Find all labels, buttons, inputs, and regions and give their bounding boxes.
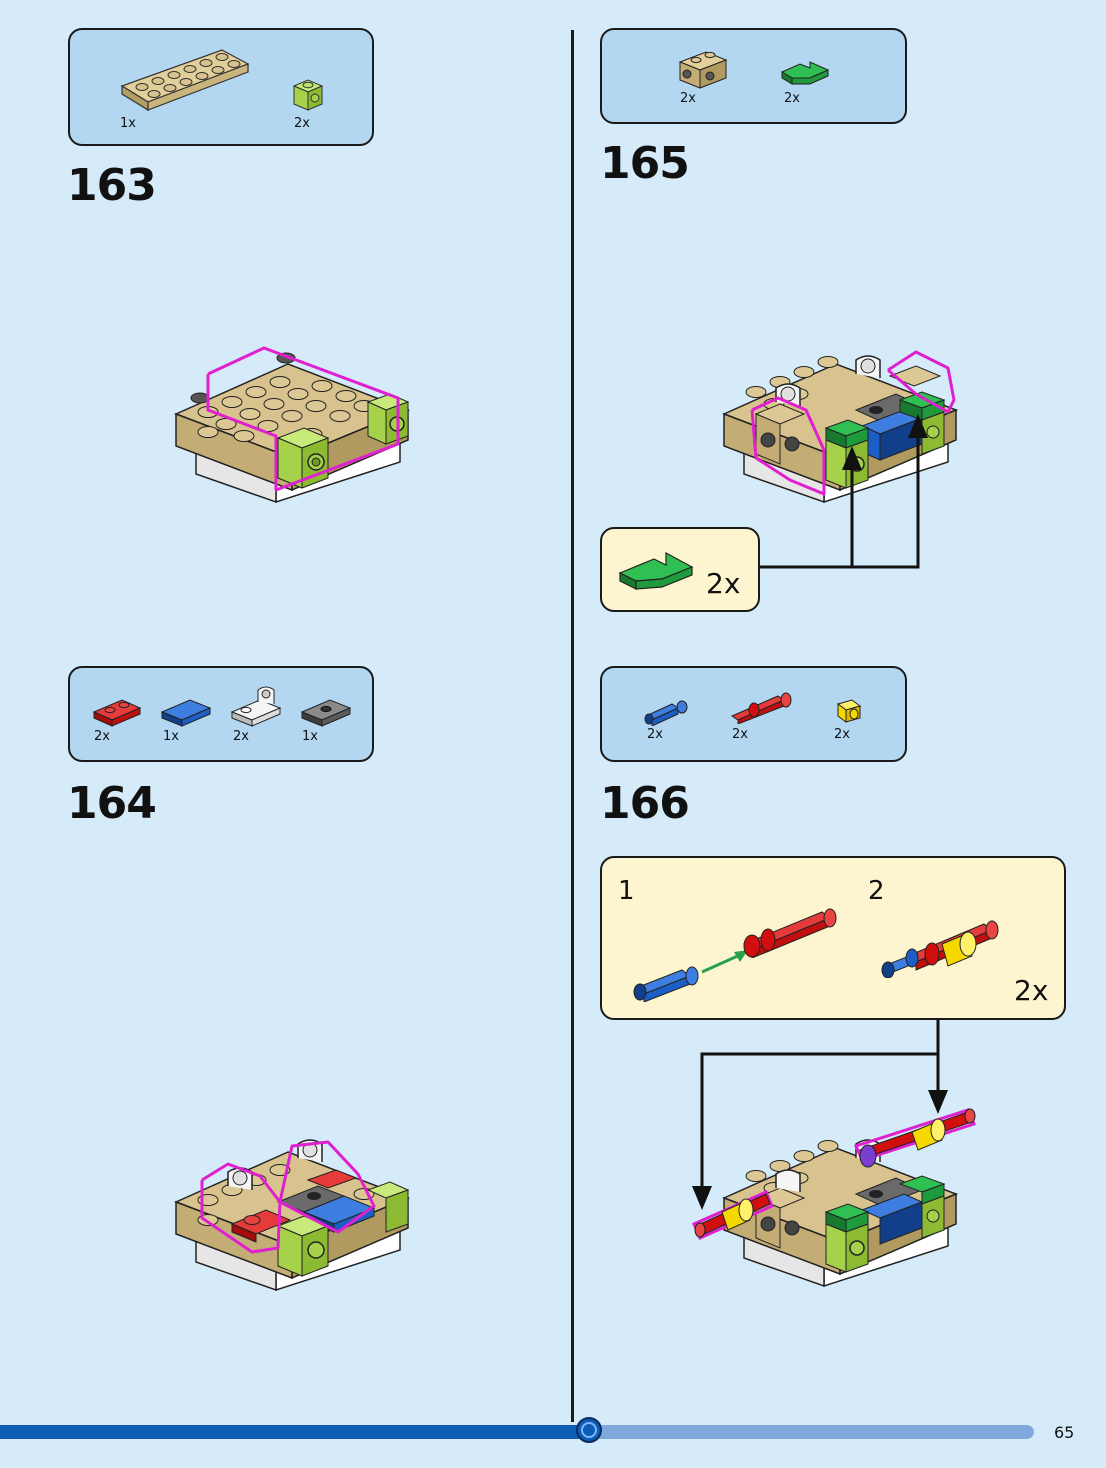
progress-fill [0, 1425, 589, 1439]
page-number: 65 [1054, 1423, 1074, 1442]
build-model-166 [690, 1106, 980, 1296]
progress-bar [0, 1425, 1034, 1439]
